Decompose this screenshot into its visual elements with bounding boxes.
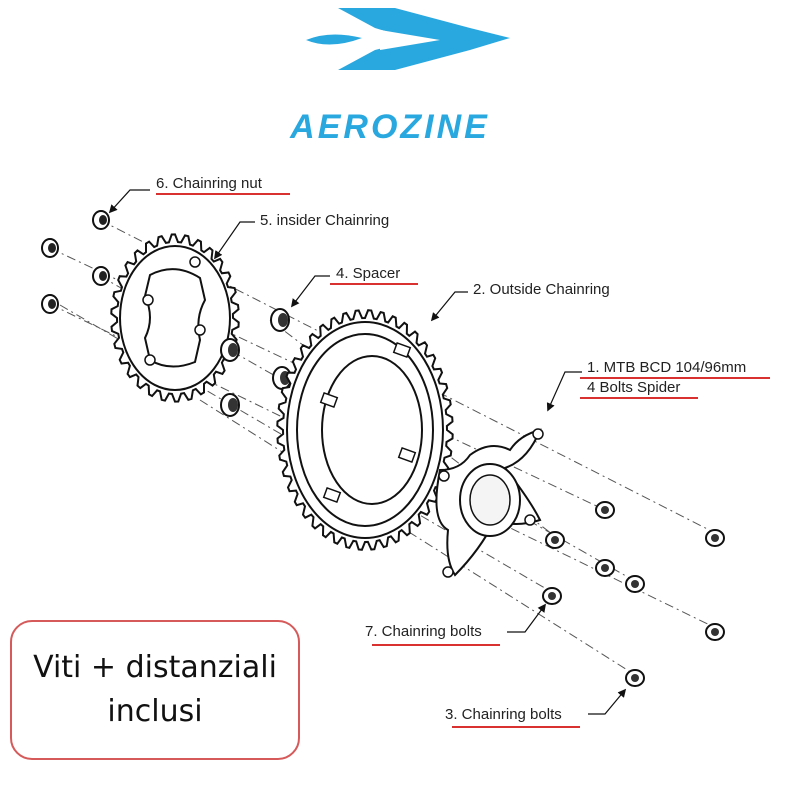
label-spider-line2: 4 Bolts Spider — [587, 379, 680, 396]
leader-lines — [108, 189, 627, 715]
label-insider-chainring: 5. insider Chainring — [260, 212, 389, 229]
note-line-2: inclusi — [107, 694, 203, 729]
bolt — [625, 575, 645, 593]
spacers — [220, 308, 292, 417]
bolt — [705, 623, 725, 641]
bolt — [595, 501, 615, 519]
spider — [435, 428, 544, 578]
logo-emblem-icon — [306, 8, 510, 70]
note-line-1: Viti + distanziali — [33, 650, 277, 685]
nut — [41, 294, 59, 314]
nut — [92, 266, 110, 286]
included-parts-note: Viti + distanziali inclusi — [10, 620, 300, 760]
bolt — [595, 559, 615, 577]
label-spider-line1: 1. MTB BCD 104/96mm — [587, 359, 746, 376]
label-chainring-bolts-7: 7. Chainring bolts — [365, 623, 482, 640]
inside-chainring — [110, 233, 240, 403]
outside-chainring — [276, 309, 454, 551]
nut — [41, 238, 59, 258]
chainring-bolts — [542, 501, 725, 687]
spacer — [220, 338, 240, 362]
label-spacer: 4. Spacer — [336, 265, 400, 282]
part-labels: 6. Chainring nut 5. insider Chainring 4.… — [156, 175, 770, 728]
label-chainring-bolts-3: 3. Chainring bolts — [445, 706, 562, 723]
spacer — [270, 308, 290, 332]
bolt — [705, 529, 725, 547]
brand-name: AEROZINE — [289, 108, 490, 146]
spacer — [220, 393, 240, 417]
label-outside-chainring: 2. Outside Chainring — [473, 281, 610, 298]
aerozine-logo: AEROZINE — [289, 8, 510, 146]
bolt — [545, 531, 565, 549]
bolt — [625, 669, 645, 687]
chainring-nuts — [41, 210, 110, 314]
bolt — [542, 587, 562, 605]
nut — [92, 210, 110, 230]
label-chainring-nut: 6. Chainring nut — [156, 175, 263, 192]
